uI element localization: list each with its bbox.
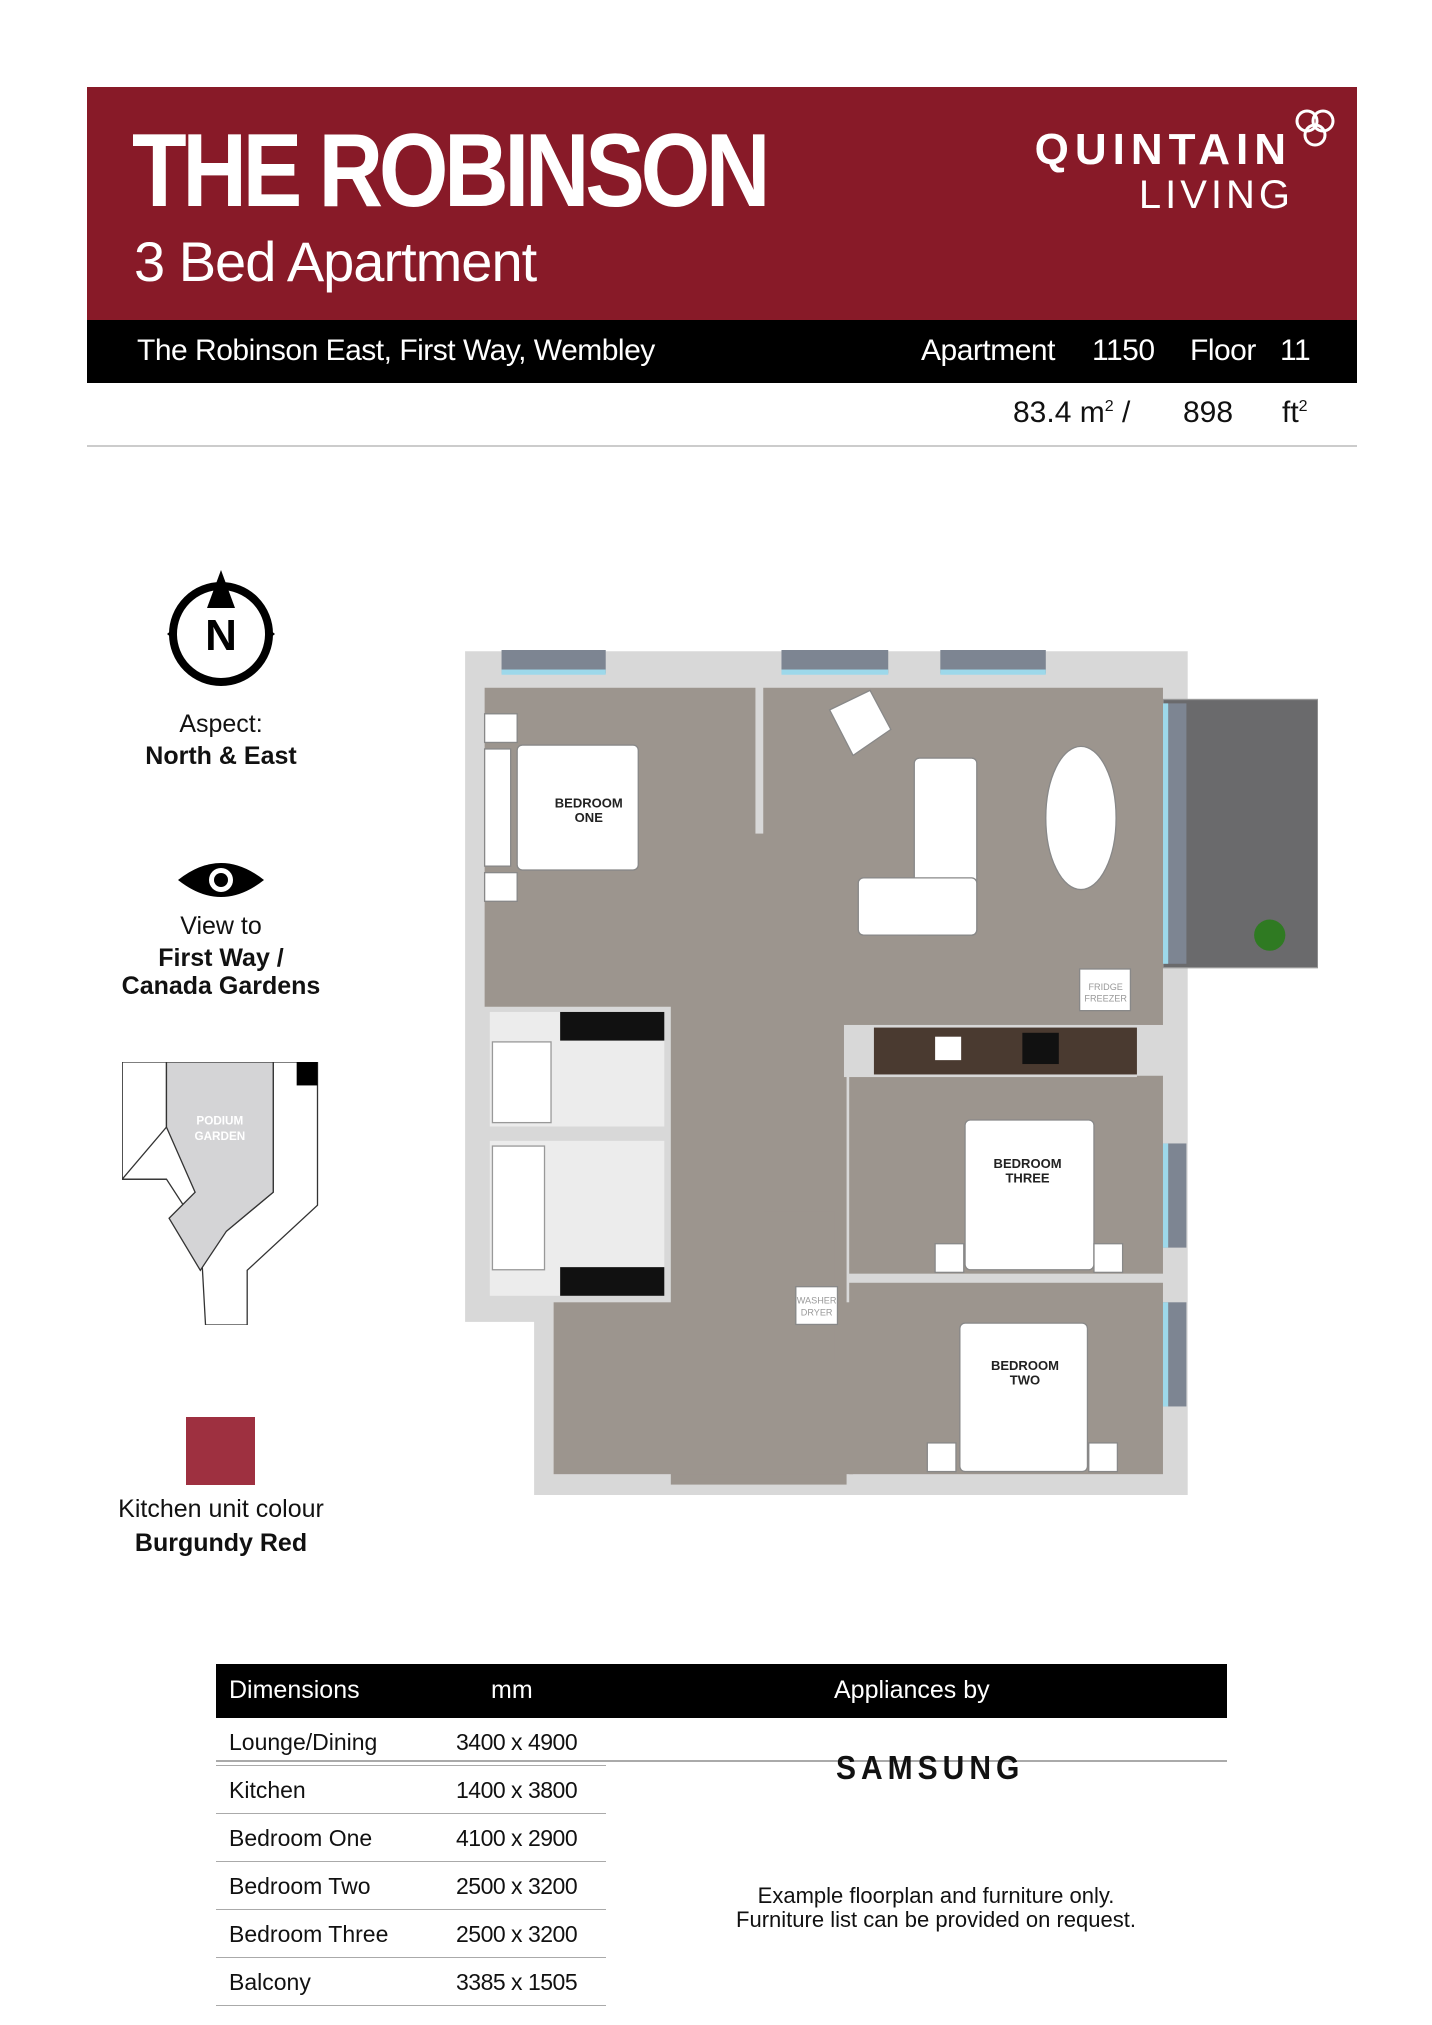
info-bar: The Robinson East, First Way, Wembley Ap… bbox=[87, 320, 1357, 383]
view-line2: Canada Gardens bbox=[121, 972, 321, 1000]
kitchen-colour-swatch bbox=[186, 1417, 255, 1485]
furniture-note: Example floorplan and furniture only.Fur… bbox=[736, 1883, 1136, 1932]
view-label: View to bbox=[180, 912, 262, 940]
dimensions-table: Dimensions mm Appliances by Lounge/Dinin… bbox=[216, 1664, 1227, 2006]
samsung-logo: SAMSUNG bbox=[836, 1750, 1025, 1787]
balcony bbox=[1162, 698, 1318, 969]
svg-text:ONE: ONE bbox=[575, 810, 604, 825]
room-name: Bedroom Two bbox=[229, 1873, 371, 1899]
kitchen-colour-value: Burgundy Red bbox=[134, 1529, 308, 1557]
svg-text:PODIUM: PODIUM bbox=[196, 1114, 243, 1127]
svg-text:N: N bbox=[205, 611, 237, 660]
room-name: Balcony bbox=[229, 1969, 311, 1995]
svg-text:TWO: TWO bbox=[1010, 1372, 1040, 1387]
apartment-label: Apartment bbox=[921, 334, 1055, 367]
floor-label: Floor bbox=[1190, 334, 1256, 367]
col-appliances: Appliances by bbox=[834, 1676, 990, 1704]
header-banner: THE ROBINSON 3 Bed Apartment QUINTAIN LI… bbox=[87, 87, 1357, 320]
floor-number: 11 bbox=[1280, 334, 1311, 367]
svg-text:DRYER: DRYER bbox=[801, 1307, 833, 1317]
divider bbox=[87, 445, 1357, 447]
apartment-number: 1150 bbox=[1092, 334, 1155, 367]
table-row: Bedroom One 4100 x 2900 bbox=[216, 1814, 606, 1862]
area-sqft: 898 bbox=[1183, 396, 1234, 429]
plant-icon bbox=[1254, 919, 1286, 951]
table-row: Bedroom Two 2500 x 3200 bbox=[216, 1862, 606, 1910]
table-row: Balcony 3385 x 1505 bbox=[216, 1958, 606, 2006]
aspect-label: Aspect: bbox=[179, 710, 263, 738]
trefoil-logo-icon bbox=[1295, 109, 1335, 147]
col-dimensions: Dimensions bbox=[229, 1676, 360, 1704]
area-sqm: 83.4 m2 / bbox=[1013, 396, 1131, 429]
svg-text:BEDROOM: BEDROOM bbox=[994, 1156, 1062, 1171]
view-line1: First Way / bbox=[158, 944, 284, 972]
table-header: Dimensions mm Appliances by bbox=[216, 1664, 1227, 1718]
room-dimensions: 4100 x 2900 bbox=[456, 1825, 578, 1851]
room-name: Kitchen bbox=[229, 1777, 306, 1803]
kitchen-colour-label: Kitchen unit colour bbox=[118, 1495, 324, 1523]
area-sqft-unit: ft2 bbox=[1282, 396, 1308, 429]
svg-text:THREE: THREE bbox=[1005, 1171, 1049, 1186]
table-row: Kitchen 1400 x 3800 bbox=[216, 1766, 606, 1814]
room-name: Bedroom Three bbox=[229, 1921, 389, 1947]
address: The Robinson East, First Way, Wembley bbox=[137, 334, 655, 367]
svg-text:FRIDGE: FRIDGE bbox=[1088, 982, 1122, 992]
logo-living: LIVING bbox=[1138, 173, 1294, 217]
room-name: Lounge/Dining bbox=[229, 1729, 378, 1755]
room-dimensions: 3400 x 4900 bbox=[456, 1729, 578, 1755]
room-dimensions: 2500 x 3200 bbox=[456, 1873, 578, 1899]
svg-text:GARDEN: GARDEN bbox=[194, 1130, 245, 1143]
aspect-value: North & East bbox=[145, 742, 297, 770]
svg-text:BEDROOM: BEDROOM bbox=[991, 1358, 1059, 1373]
room-dimensions: 1400 x 3800 bbox=[456, 1777, 578, 1803]
col-mm: mm bbox=[491, 1676, 533, 1704]
kitchen-counter bbox=[873, 1027, 1137, 1075]
page-subtitle: 3 Bed Apartment bbox=[134, 230, 537, 293]
room-name: Bedroom One bbox=[229, 1825, 373, 1851]
room-dimensions: 3385 x 1505 bbox=[456, 1969, 578, 1995]
divider bbox=[216, 1760, 1227, 1762]
table-row: Lounge/Dining 3400 x 4900 bbox=[216, 1718, 606, 1766]
compass-icon: N bbox=[167, 570, 275, 686]
eye-icon bbox=[178, 863, 264, 897]
logo-quintain: QUINTAIN bbox=[1034, 125, 1292, 174]
table-row: Bedroom Three 2500 x 3200 bbox=[216, 1910, 606, 1958]
room-dimensions: 2500 x 3200 bbox=[456, 1921, 578, 1947]
site-plan-map: PODIUM GARDEN bbox=[122, 1062, 319, 1325]
svg-text:FREEZER: FREEZER bbox=[1084, 994, 1127, 1004]
svg-text:WASHER: WASHER bbox=[797, 1296, 837, 1306]
svg-text:BEDROOM: BEDROOM bbox=[555, 796, 623, 811]
page-title: THE ROBINSON bbox=[132, 113, 770, 229]
